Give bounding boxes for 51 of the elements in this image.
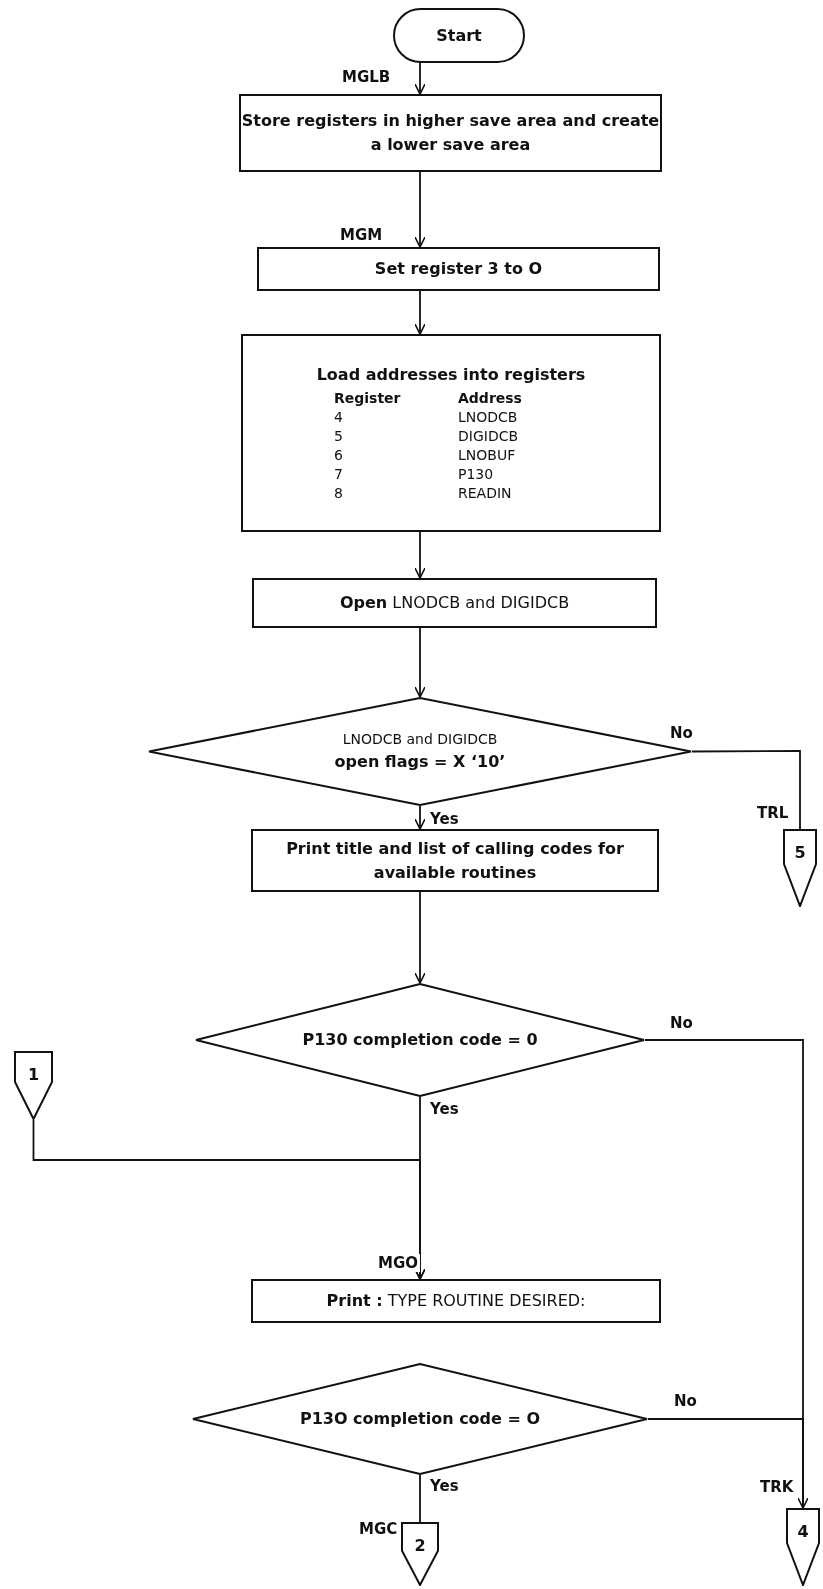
table-cell-text: P130 [458,464,495,484]
arrow [414,805,426,830]
off-page-connector [786,1508,820,1586]
node-text: Open LNODCB and DIGIDCB [339,592,570,614]
table-cell-text: 6 [334,446,344,465]
process-box [239,94,662,172]
node-text: Store registers in higher save area and create a lower save area [241,110,660,156]
column-header: Register [334,389,402,409]
node-text: Set register 3 to O [374,258,543,280]
table-cell-text: 4 [334,408,344,428]
node-text: P130 completion code = 0 [302,1029,538,1051]
table-cell-text: DIGIDCB [458,427,520,446]
arrow [414,171,426,248]
connector-number: 2 [414,1535,426,1557]
table-cell-text: 5 [334,427,344,446]
node-text: Print title and list of calling codes for available routines [285,837,625,884]
table-cell-text: READIN [458,483,513,503]
process-box [257,247,660,291]
connector-number: 1 [27,1064,40,1086]
table-cell-text: LNOBUF [458,446,517,465]
arrow [414,627,426,698]
node-text: open flags = X ‘10’ [334,751,506,773]
table-cell-text: 7 [334,464,344,484]
arrow [414,891,426,984]
process-box [251,1279,661,1323]
arrow [414,62,426,95]
terminal-shape [393,8,525,63]
connector-number: 5 [794,842,806,864]
process-box [251,829,659,892]
node-text: P13O completion code = O [299,1408,541,1430]
connector-number: 4 [797,1521,809,1543]
process-box [252,578,657,628]
off-page-connector [14,1051,53,1120]
node-text: Print : TYPE ROUTINE DESIRED: [326,1290,586,1312]
arrow [414,290,426,335]
entry-label: MGO [376,1254,420,1272]
off-page-connector [783,829,817,907]
arrow [647,1418,809,1509]
node-text: LNODCB and DIGIDCB [342,730,498,749]
off-page-connector [401,1522,439,1586]
table-cell-text: LNODCB [458,408,519,428]
box-heading: Load addresses into registers [316,364,586,387]
table-cell-text: 8 [334,483,344,503]
arrow [414,531,426,579]
arrow [32,1119,426,1280]
node-text: Start [436,24,482,47]
decision-diamond [192,1363,648,1475]
decision-diamond [195,983,645,1097]
decision-diamond [148,697,692,806]
process-box [241,334,661,532]
column-header: Address [458,389,523,409]
